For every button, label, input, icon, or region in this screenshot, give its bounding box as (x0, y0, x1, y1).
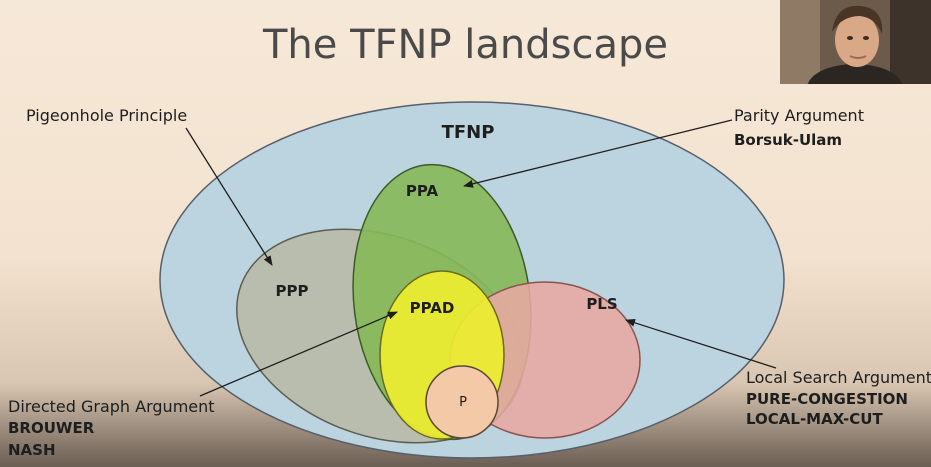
p-label: P (459, 395, 467, 410)
ppad-label: PPAD (410, 299, 455, 317)
ppp-label: PPP (276, 282, 309, 300)
p-region (425, 365, 499, 439)
local-search-label: Local Search Argument (746, 368, 931, 387)
pigeonhole-arrow (185, 127, 273, 266)
ppa-label: PPA (406, 182, 439, 200)
directed-graph-arrow (199, 311, 398, 397)
parity-example: Borsuk-Ulam (734, 131, 843, 149)
local-search-example-local-max-cut: LOCAL-MAX-CUT (746, 410, 883, 428)
pls-label: PLS (586, 295, 617, 313)
tfnp-label: TFNP (442, 122, 495, 143)
parity-label: Parity Argument (734, 106, 864, 125)
presenter-video-icon (780, 0, 931, 84)
directed-example-nash: NASH (8, 441, 56, 459)
pigeonhole-label: Pigeonhole Principle (26, 106, 188, 125)
slide-title: The TFNP landscape (262, 22, 669, 68)
directed-example-brouwer: BROUWER (8, 419, 95, 437)
presenter-webcam (780, 0, 931, 84)
parity-arrow (463, 119, 733, 188)
local-search-example-pure-congestion: PURE-CONGESTION (746, 390, 908, 408)
local-search-arrow (625, 318, 777, 369)
directed-graph-label: Directed Graph Argument (8, 397, 215, 416)
